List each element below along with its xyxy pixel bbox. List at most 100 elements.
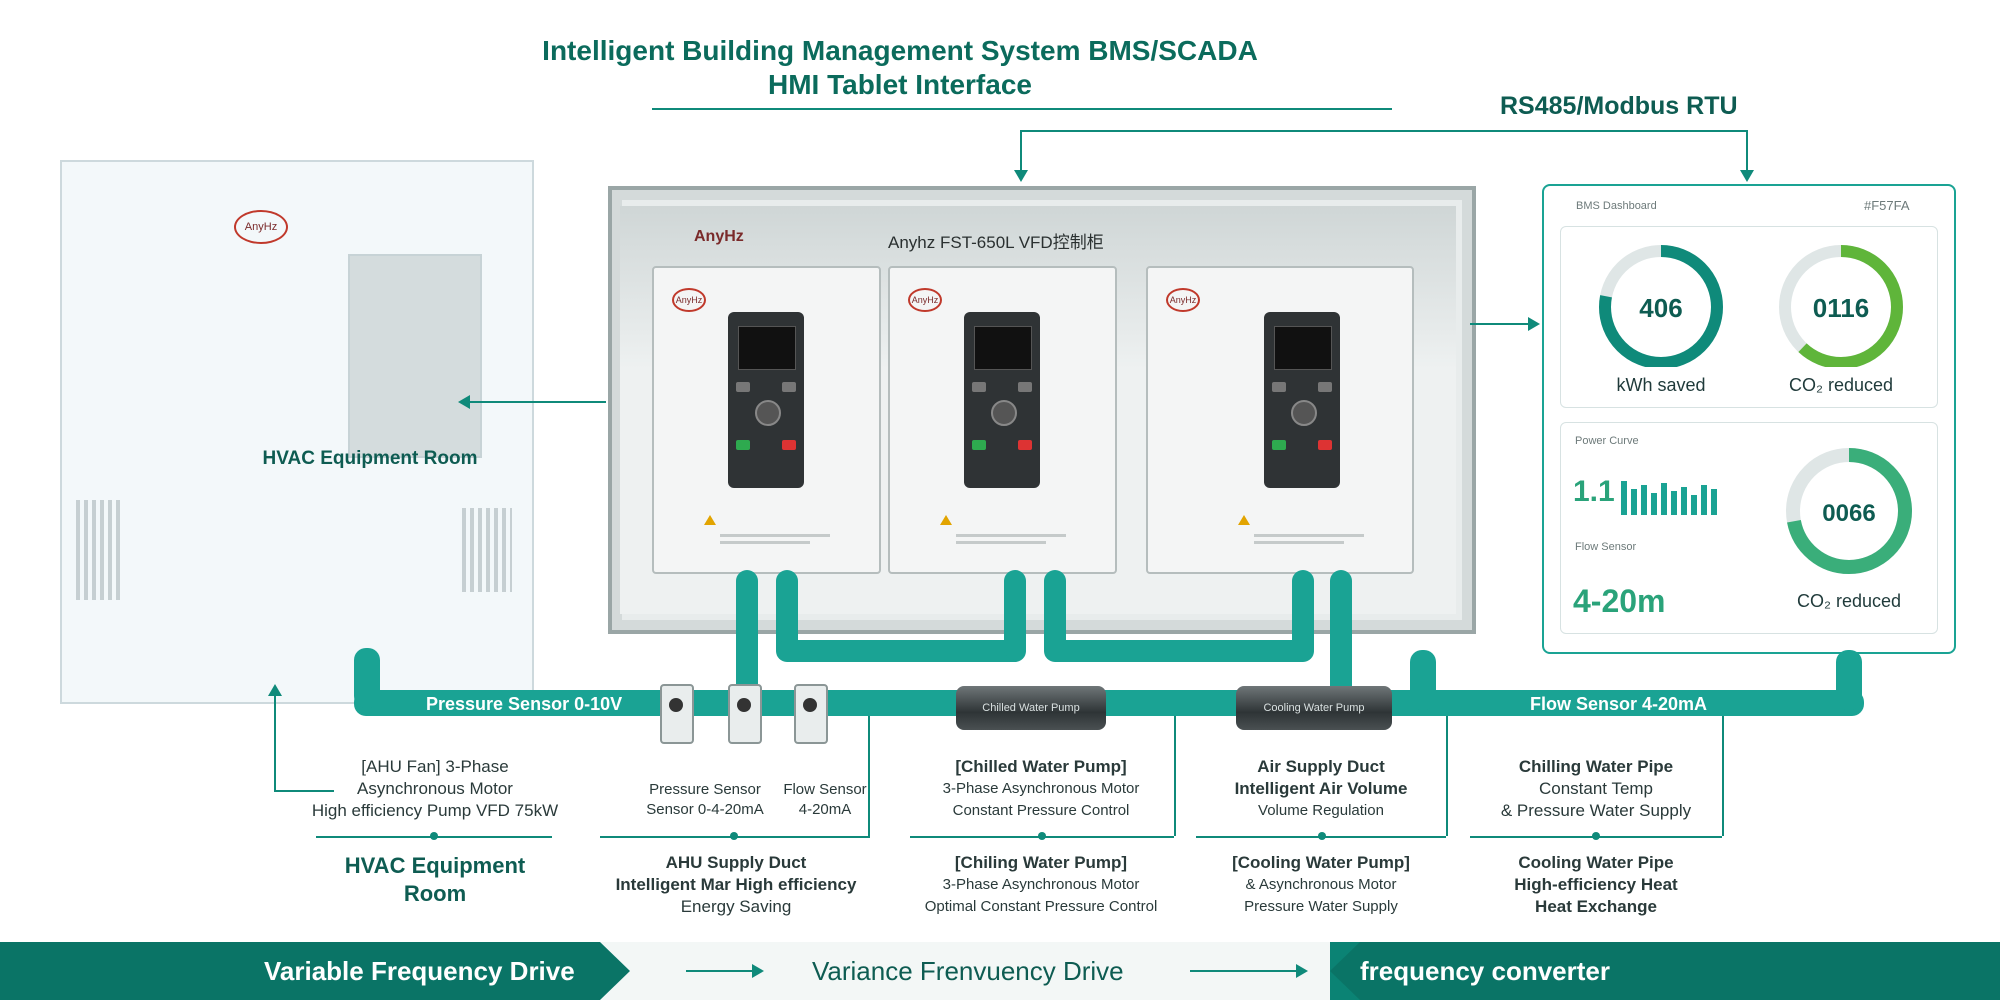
keypad-key[interactable]	[736, 382, 750, 392]
gauge3-caption: CO₂ reduced	[1779, 591, 1919, 612]
keypad-key[interactable]	[1018, 382, 1032, 392]
stop-button[interactable]	[782, 440, 796, 450]
desc-chilling-pipe: Chilling Water Pipe Constant Temp & Pres…	[1466, 756, 1726, 822]
vfd-unit-3: AnyHz	[1146, 266, 1414, 574]
vfd-keypad[interactable]	[1264, 312, 1340, 488]
connector-col5	[1722, 716, 1724, 836]
desc-line: Constant Pressure Control	[906, 800, 1176, 822]
desc-line: [AHU Fan] 3-Phase	[300, 756, 570, 778]
hmi-tablet[interactable]: BMS Dashboard #F57FA 406 kWh saved 0116 …	[1542, 184, 1956, 654]
divider-dot	[430, 832, 438, 840]
desc-line: Air Supply Duct	[1196, 756, 1446, 778]
run-button[interactable]	[736, 440, 750, 450]
room-brand-logo: AnyHz	[234, 210, 288, 244]
title-underline	[652, 108, 1392, 110]
desc-line: High efficiency Pump VFD 75kW	[300, 800, 570, 822]
connector-col4	[1446, 716, 1448, 836]
trend1-value: 1.1	[1573, 475, 1615, 509]
chilled-water-pump: Chilled Water Pump	[956, 686, 1106, 730]
tablet-arrow	[1528, 317, 1540, 331]
vfd-logo: AnyHz	[1166, 288, 1200, 312]
stop-button[interactable]	[1018, 440, 1032, 450]
bus-arrow-cabinet	[1014, 170, 1028, 182]
trend2-label: Flow Sensor	[1575, 541, 1636, 553]
warning-label	[940, 512, 1080, 542]
desc-line: 3-Phase Asynchronous Motor	[896, 874, 1186, 896]
warning-label	[1238, 512, 1378, 542]
divider-dot	[1038, 832, 1046, 840]
gauge-kwh-caption: kWh saved	[1591, 375, 1731, 396]
room-label: HVAC Equipment Room	[230, 446, 510, 472]
tablet-header-right: #F57FA	[1864, 198, 1910, 213]
divider-dot	[1592, 832, 1600, 840]
pipe-loop-1	[776, 640, 1026, 662]
keypad-knob[interactable]	[991, 400, 1017, 426]
vfd-keypad[interactable]	[964, 312, 1040, 488]
desc-line: 4-20mA	[780, 800, 870, 820]
desc-line: [Cooling Water Pump]	[1196, 852, 1446, 874]
banner-arrow-1-line	[686, 970, 756, 972]
desc-line: Pressure Sensor	[630, 780, 780, 800]
desc-cooling-pump: [Cooling Water Pump] & Asynchronous Moto…	[1196, 852, 1446, 918]
desc-line: Optimal Constant Pressure Control	[896, 896, 1186, 918]
banner-right-text: frequency converter	[1360, 942, 1610, 1000]
pipe-loop-2	[1044, 640, 1314, 662]
gauge-panel: 406 kWh saved 0116 CO₂ reduced	[1560, 226, 1938, 408]
room-inner-drive	[348, 254, 482, 458]
pipe-riser-7	[1410, 650, 1436, 710]
pipe-riser-5	[1292, 570, 1314, 660]
banner-left-text: Variable Frequency Drive	[264, 942, 575, 1000]
desc-line: [Chilled Water Pump]	[906, 756, 1176, 778]
right-pipe-rise	[1836, 650, 1862, 710]
keypad-key[interactable]	[782, 382, 796, 392]
banner-arrow-2	[1296, 964, 1308, 978]
stop-button[interactable]	[1318, 440, 1332, 450]
run-button[interactable]	[1272, 440, 1286, 450]
desc-line: Room	[300, 880, 570, 908]
title-line-1: Intelligent Building Management System B…	[0, 34, 1800, 68]
protocol-label: RS485/Modbus RTU	[1500, 92, 1760, 121]
desc-line: Pressure Water Supply	[1196, 896, 1446, 918]
desc-line: Cooling Water Pipe	[1466, 852, 1726, 874]
desc-air-duct: Air Supply Duct Intelligent Air Volume V…	[1196, 756, 1446, 822]
tablet-header-left: BMS Dashboard	[1576, 200, 1657, 212]
desc-line: Intelligent Air Volume	[1196, 778, 1446, 800]
vfd-unit-2: AnyHz	[888, 266, 1117, 574]
keypad-key[interactable]	[1272, 382, 1286, 392]
divider-dot	[1318, 832, 1326, 840]
pipe-riser-1	[736, 570, 758, 700]
gauge-co2-value: 0116	[1813, 293, 1869, 323]
desc-line: Chilling Water Pipe	[1466, 756, 1726, 778]
vfd-keypad[interactable]	[728, 312, 804, 488]
connector-col2	[868, 716, 870, 836]
desc-cooling-pipe: Cooling Water Pipe High-efficiency Heat …	[1466, 852, 1726, 918]
keypad-key[interactable]	[972, 382, 986, 392]
gauge-co2-caption: CO₂ reduced	[1771, 375, 1911, 396]
gauge-kwh: 406	[1591, 237, 1731, 367]
keypad-knob[interactable]	[1291, 400, 1317, 426]
cabinet-title: Anyhz FST-650L VFD控制柜	[888, 228, 1208, 253]
bus-arrow-tablet	[1740, 170, 1754, 182]
keypad-key[interactable]	[1318, 382, 1332, 392]
warning-icon	[1238, 515, 1250, 525]
warning-label	[704, 512, 844, 542]
desc-line: Volume Regulation	[1196, 800, 1446, 822]
tablet-arrow-line	[1470, 323, 1530, 325]
bus-line-top	[1020, 130, 1748, 132]
keypad-display	[738, 326, 796, 370]
cooling-water-pump: Cooling Water Pump	[1236, 686, 1392, 730]
banner-mid-text: Variance Frenvuency Drive	[812, 942, 1124, 1000]
keypad-display	[1274, 326, 1332, 370]
trend1-bars	[1621, 475, 1741, 515]
room-arrow	[458, 395, 470, 409]
trend-panel: Power Curve 1.1 Flow Sensor 4-20m 0066 C…	[1560, 422, 1938, 634]
gauge-co2: 0116	[1771, 237, 1911, 367]
pressure-sensor-2	[728, 684, 762, 744]
run-button[interactable]	[972, 440, 986, 450]
desc-line: Energy Saving	[596, 896, 876, 918]
hvac-room-enclosure: AnyHz	[60, 160, 534, 704]
bus-line-left	[1020, 130, 1022, 172]
keypad-knob[interactable]	[755, 400, 781, 426]
desc-chilled-pump: [Chilled Water Pump] 3-Phase Asynchronou…	[906, 756, 1176, 822]
room-up-line	[274, 694, 276, 790]
